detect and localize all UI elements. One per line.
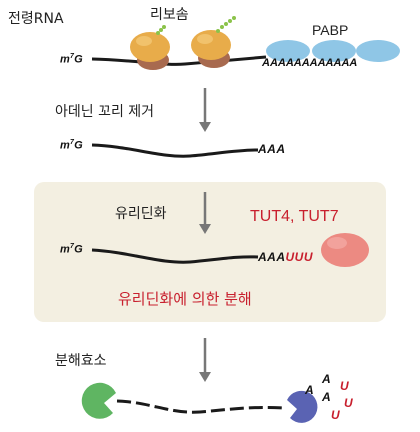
mrna-strand-3 <box>91 248 259 264</box>
released-a-2: A <box>322 372 332 386</box>
released-u-2: U <box>344 396 354 410</box>
cap-3: m7G <box>60 243 83 256</box>
mrna-label: 전령RNA <box>8 11 64 27</box>
released-u-3: U <box>331 408 341 422</box>
poly-a-tail-long: AAAAAAAAAAAA <box>262 57 358 69</box>
pabp-proteins <box>266 40 400 62</box>
pabp-2 <box>312 40 356 62</box>
tut-enzyme <box>321 233 369 267</box>
pabp-3 <box>356 40 400 62</box>
ribosome-2-large-subunit <box>191 30 231 60</box>
u-tail: UUU <box>285 250 313 264</box>
ribosome-2-highlight <box>197 34 213 44</box>
nuclease-label: 분해효소 <box>55 353 107 369</box>
nuclease-blue <box>287 390 318 423</box>
arrow-2 <box>199 192 211 234</box>
poly-a-tail-uridylated: AAAUUU <box>258 250 313 264</box>
ribosome-2-peptide <box>216 16 236 33</box>
tut-enzyme-highlight <box>327 237 347 249</box>
ribosome-2 <box>191 16 236 68</box>
cap-2: m7G <box>60 139 83 152</box>
poly-a-tail-short: AAA <box>258 142 286 156</box>
degrading-strand <box>116 399 286 414</box>
arrow-1 <box>199 88 211 132</box>
pabp-label: PABP <box>312 22 349 38</box>
cap-1: m7G <box>60 53 83 66</box>
ribosome-1-highlight <box>136 36 152 46</box>
ribosome-1-large-subunit <box>130 32 170 62</box>
mrna-strand-2 <box>91 143 259 158</box>
mrna-strand-1 <box>91 55 267 66</box>
deadenylation-label: 아데닌 꼬리 제거 <box>55 104 155 120</box>
released-u-1: U <box>340 379 350 393</box>
uridylation-label: 유리딘화 <box>115 206 167 222</box>
nuclease-green <box>81 382 116 419</box>
arrow-3 <box>199 338 211 382</box>
tut-label: TUT4, TUT7 <box>250 208 339 225</box>
released-a-3: A <box>322 390 332 404</box>
ribosome-1-peptide <box>156 25 166 35</box>
uridylation-panel <box>34 182 386 322</box>
released-a-1: A <box>305 383 315 397</box>
ribosome-1 <box>130 25 170 70</box>
uridylation-decay-label: 유리딘화에 의한 분해 <box>118 290 252 308</box>
pabp-1 <box>266 40 310 62</box>
ribosome-label: 리보솜 <box>150 7 189 23</box>
